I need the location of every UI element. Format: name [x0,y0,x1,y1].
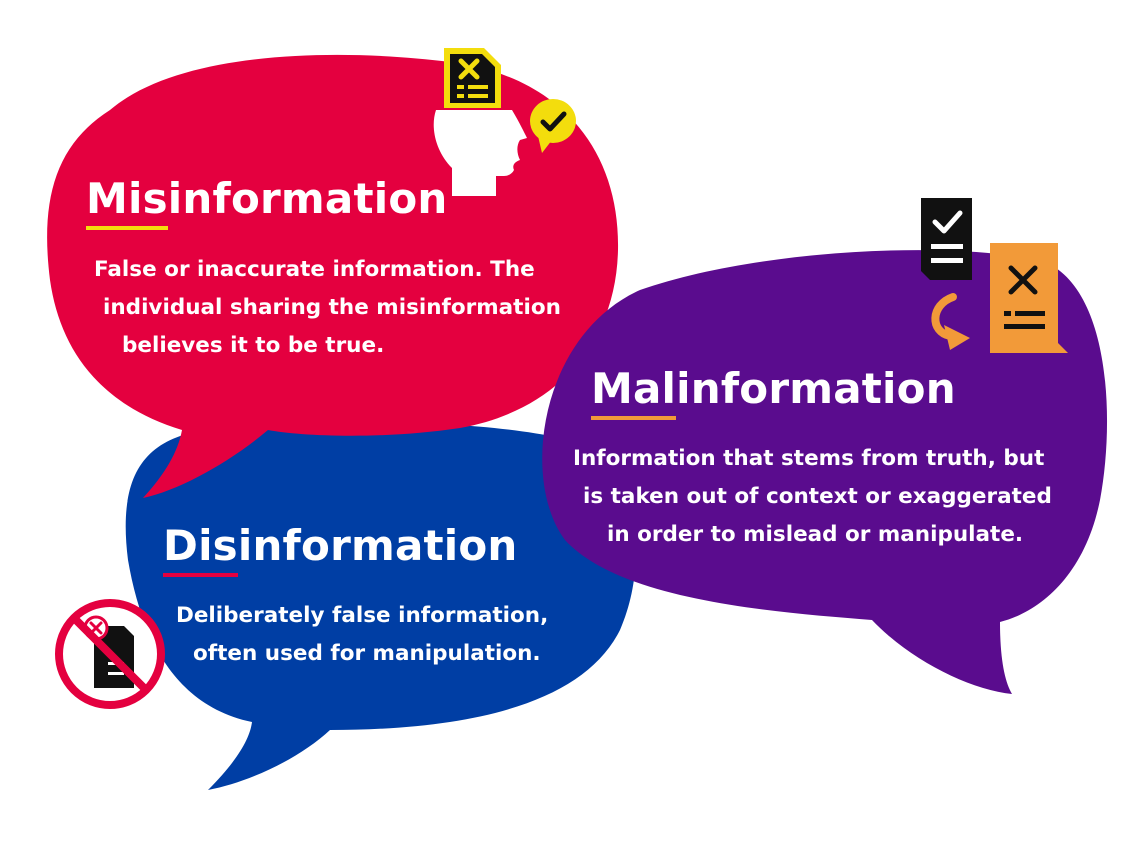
true-document-icon [921,198,972,280]
false-document-icon [444,48,501,108]
disinformation-line: often used for manipulation. [193,641,541,666]
misinformation-title-rest: information [167,174,448,223]
misinformation-title: Misinformation [86,178,447,230]
disinformation-title-prefix: Dis [163,525,238,577]
curved-arrow-icon [931,293,970,350]
disinformation-title: Disinformation [163,525,518,577]
malinformation-title: Malinformation [591,368,956,420]
head-speaking-icon [433,110,527,196]
false-document-orange-icon [990,243,1068,353]
malinformation-title-prefix: Mal [591,368,677,420]
prohibited-document-icon [55,599,165,709]
malinformation-bubble [542,250,1108,695]
disinformation-line: Deliberately false information, [176,603,549,628]
malinformation-title-rest: information [676,364,956,413]
malinformation-description: Information that stems from truth, but i… [573,440,1052,554]
disinformation-bubble [125,421,636,790]
misinformation-line: False or inaccurate information. The [94,257,535,282]
malinformation-line: in order to mislead or manipulate. [607,522,1024,547]
misinformation-line: believes it to be true. [122,333,385,358]
malinformation-line: Information that stems from truth, but [573,446,1045,471]
check-speech-bubble-icon [530,99,576,153]
misinformation-title-prefix: Mis [86,178,168,230]
disinformation-description: Deliberately false information, often us… [176,597,548,673]
misinformation-line: individual sharing the misinformation [103,295,561,320]
malinformation-line: is taken out of context or exaggerated [583,484,1052,509]
misinformation-description: False or inaccurate information. The ind… [94,251,561,365]
disinformation-title-rest: information [237,521,518,570]
